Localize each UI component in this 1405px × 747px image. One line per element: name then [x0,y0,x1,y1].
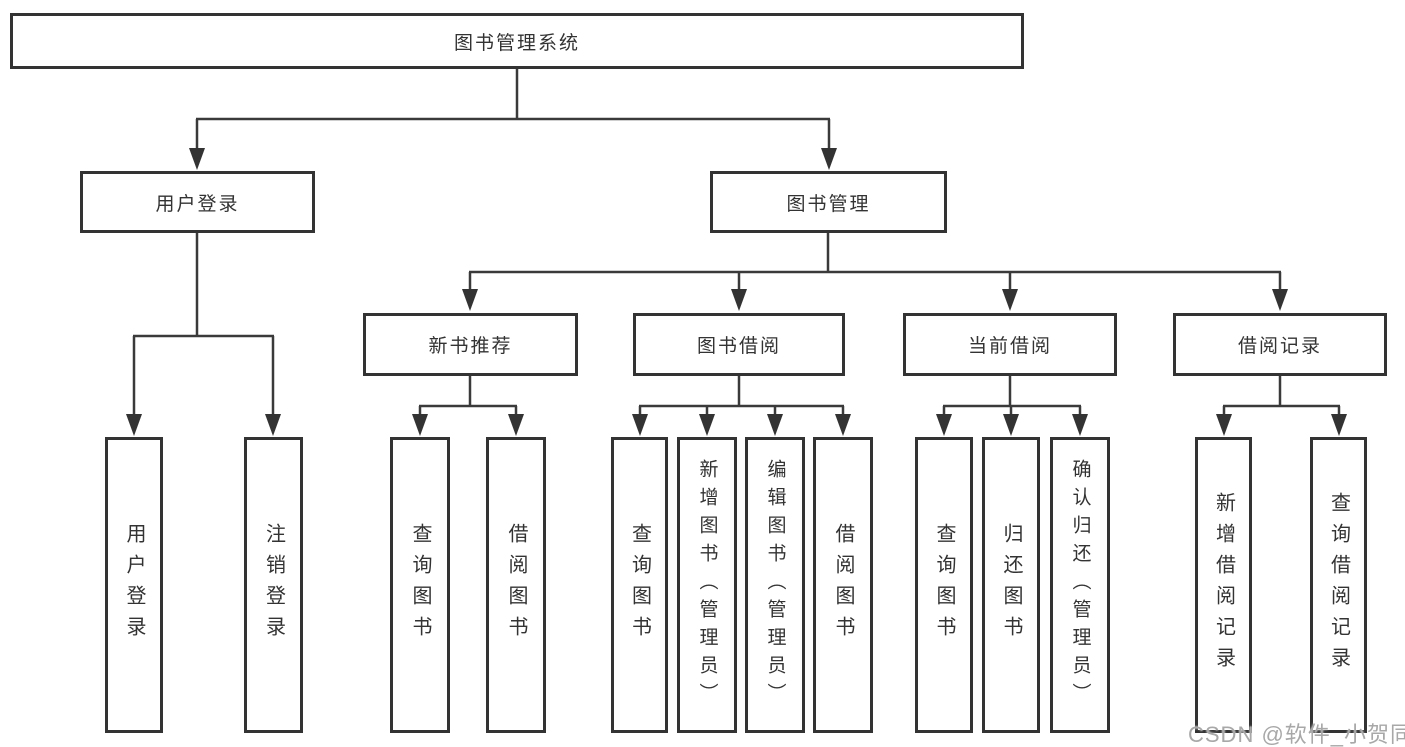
leaf-borrow-books-recommend: 借阅图书 [486,437,546,733]
leaf-label: 归还图书 [1000,523,1022,647]
leaf-edit-books-admin: 编辑图书（管理员） [745,437,805,733]
node-label: 图书借阅 [696,336,781,357]
csdn-watermark: CSDN @软件_小贺同学 [1188,722,1405,747]
leaf-label: 借阅图书 [505,523,527,647]
leaf-label: 用户登录 [123,523,145,647]
leaf-label: 注销登录 [262,523,285,647]
leaf-label: 查询图书 [933,523,955,647]
leaf-label: 查询借阅记录 [1327,492,1350,678]
node-label: 图书管理 [786,193,871,215]
leaf-logout: 注销登录 [244,437,303,733]
node-label: 借阅记录 [1237,336,1322,357]
leaf-return-books: 归还图书 [982,437,1040,733]
leaf-query-books-recommend: 查询图书 [390,437,450,733]
leaf-label: 新增借阅记录 [1212,492,1235,678]
leaf-add-books-admin: 新增图书（管理员） [677,437,737,733]
leaf-label: 借阅图书 [832,523,854,647]
node-label: 新书推荐 [428,336,513,357]
node-label: 用户登录 [155,193,240,215]
node-label: 当前借阅 [967,336,1052,357]
node-current-borrow: 当前借阅 [903,313,1117,376]
leaf-add-borrow-record: 新增借阅记录 [1195,437,1252,733]
leaf-label: 编辑图书（管理员） [764,459,786,711]
node-label: 图书管理系统 [453,32,580,54]
leaf-query-books-borrow: 查询图书 [611,437,668,733]
node-root-library-system: 图书管理系统 [10,13,1024,69]
node-book-management-branch: 图书管理 [710,171,947,233]
leaf-query-books-current: 查询图书 [915,437,973,733]
leaf-label: 新增图书（管理员） [696,459,718,711]
node-book-borrow: 图书借阅 [633,313,845,376]
leaf-query-borrow-record: 查询借阅记录 [1310,437,1367,733]
leaf-borrow-books: 借阅图书 [813,437,873,733]
leaf-label: 确认归还（管理员） [1069,459,1091,711]
leaf-label: 查询图书 [628,523,651,647]
node-user-login-branch: 用户登录 [80,171,315,233]
node-new-book-recommend: 新书推荐 [363,313,578,376]
node-borrow-record: 借阅记录 [1173,313,1387,376]
leaf-user-login: 用户登录 [105,437,163,733]
leaf-label: 查询图书 [409,523,431,647]
leaf-confirm-return-admin: 确认归还（管理员） [1050,437,1110,733]
